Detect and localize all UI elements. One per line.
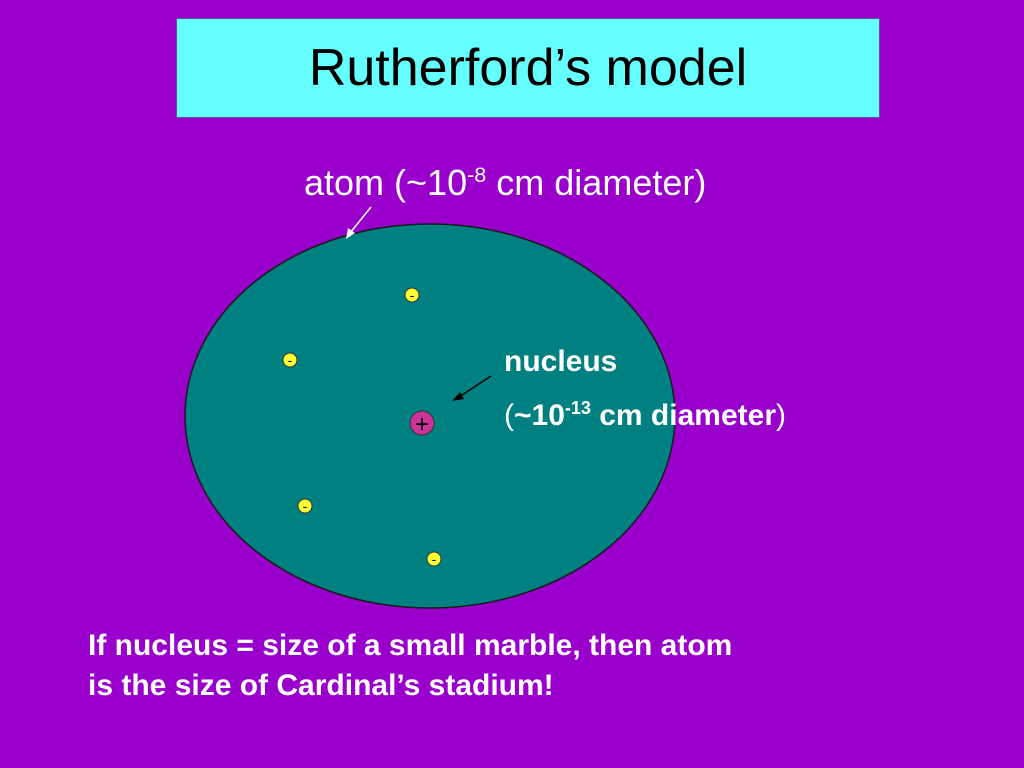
caption-line-1: If nucleus = size of a small marble, the…	[88, 629, 733, 662]
atom-label-suffix: cm diameter)	[486, 162, 707, 203]
electron-minus-symbol: -	[410, 287, 415, 303]
atom-label-exponent: -8	[467, 162, 487, 188]
nucleus-size-label: (~10-13 cm diameter)	[504, 399, 786, 433]
nucleus-plus-symbol: +	[415, 411, 429, 438]
electron-minus-symbol: -	[288, 352, 293, 368]
caption-line-2: is the size of Cardinal’s stadium!	[88, 669, 554, 702]
nucleus-pointer-arrow-head	[452, 392, 464, 401]
nucleus-size-exponent: -13	[564, 398, 591, 419]
slide-title: Rutherford’s model	[308, 39, 748, 97]
nucleus-size-close-paren: )	[776, 399, 786, 432]
nucleus-label: nucleus	[504, 345, 618, 378]
electron: -	[282, 352, 298, 368]
electron: -	[297, 498, 313, 514]
nucleus-size-approx: ~10	[514, 399, 565, 432]
title-box: Rutherford’s model	[176, 18, 880, 118]
atom-label-prefix: atom (~10	[304, 162, 468, 203]
nucleus-size-open-paren: (	[504, 399, 514, 432]
nucleus-pointer-arrow-shaft	[458, 375, 492, 398]
electron-minus-symbol: -	[303, 498, 308, 514]
atom-pointer-arrow-shaft	[349, 206, 372, 234]
electron-minus-symbol: -	[432, 551, 437, 567]
atom-pointer-arrow-head	[346, 228, 355, 239]
nucleus-size-unit: cm diameter	[590, 399, 776, 432]
nucleus-circle	[409, 410, 435, 436]
electron: -	[404, 287, 420, 303]
caption: If nucleus = size of a small marble, the…	[88, 626, 732, 706]
nucleus: +	[409, 410, 435, 438]
atom-label: atom (~10-8 cm diameter)	[304, 162, 706, 204]
electron: -	[426, 551, 442, 567]
